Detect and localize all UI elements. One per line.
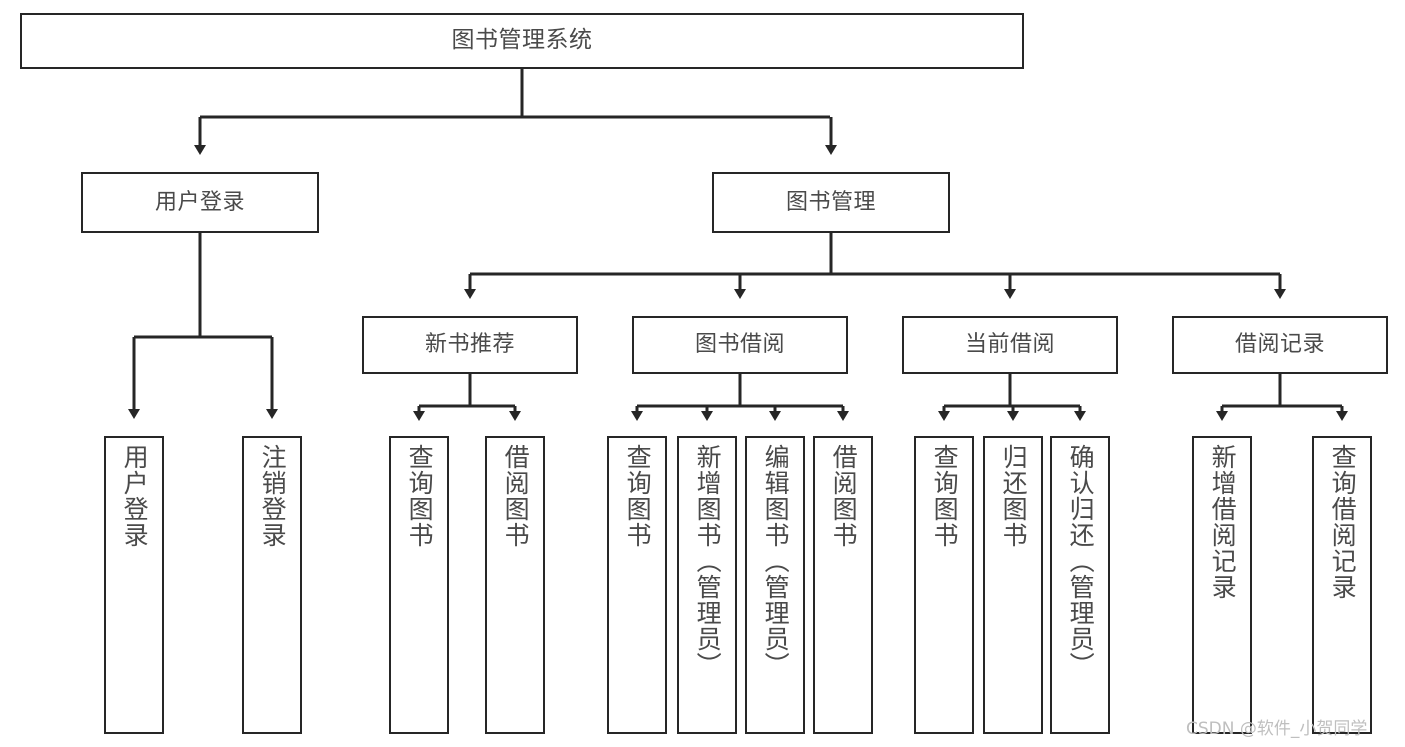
node-leaf-confirm-return-label: 确认归还（管理员） [1066,444,1096,678]
node-leaf-add-record-label: 新增借阅记录 [1208,444,1238,600]
node-leaf-edit-book[interactable]: 编辑图书（管理员） [745,436,805,734]
node-user-login-label: 用户登录 [154,189,245,215]
node-book-borrow[interactable]: 图书借阅 [632,316,848,374]
node-leaf-query-record[interactable]: 查询借阅记录 [1312,436,1372,734]
node-book-manage-label: 图书管理 [785,189,876,215]
node-leaf-edit-book-label: 编辑图书（管理员） [761,444,791,678]
node-leaf-return-book-label: 归还图书 [999,444,1029,548]
node-leaf-query-book-borrow-label: 查询图书 [623,444,653,548]
node-leaf-user-logout-label: 注销登录 [258,444,288,548]
node-leaf-borrow-book-rec-label: 借阅图书 [501,444,531,548]
node-leaf-add-book[interactable]: 新增图书（管理员） [677,436,737,734]
node-leaf-borrow-book-label: 借阅图书 [829,444,859,548]
node-leaf-user-login-label: 用户登录 [120,444,150,548]
node-book-borrow-label: 图书借阅 [694,332,785,358]
node-new-book-rec[interactable]: 新书推荐 [362,316,578,374]
node-leaf-query-book-borrow[interactable]: 查询图书 [607,436,667,734]
node-leaf-query-book-cur[interactable]: 查询图书 [914,436,974,734]
node-leaf-query-book-cur-label: 查询图书 [930,444,960,548]
node-leaf-query-book-rec[interactable]: 查询图书 [389,436,449,734]
node-new-book-rec-label: 新书推荐 [424,332,515,358]
node-current-borrow[interactable]: 当前借阅 [902,316,1118,374]
node-leaf-return-book[interactable]: 归还图书 [983,436,1043,734]
node-leaf-query-book-rec-label: 查询图书 [405,444,435,548]
node-leaf-user-logout[interactable]: 注销登录 [242,436,302,734]
node-borrow-record-label: 借阅记录 [1234,332,1325,358]
node-leaf-user-login[interactable]: 用户登录 [104,436,164,734]
node-root-label: 图书管理系统 [451,27,593,54]
node-leaf-add-record[interactable]: 新增借阅记录 [1192,436,1252,734]
node-root[interactable]: 图书管理系统 [20,13,1024,69]
node-book-manage[interactable]: 图书管理 [712,172,950,233]
node-leaf-add-book-label: 新增图书（管理员） [693,444,723,678]
node-borrow-record[interactable]: 借阅记录 [1172,316,1388,374]
node-leaf-borrow-book[interactable]: 借阅图书 [813,436,873,734]
watermark-text: CSDN @软件_小贺同学 [1186,719,1368,739]
node-leaf-borrow-book-rec[interactable]: 借阅图书 [485,436,545,734]
node-leaf-query-record-label: 查询借阅记录 [1328,444,1358,600]
node-user-login[interactable]: 用户登录 [81,172,319,233]
node-leaf-confirm-return[interactable]: 确认归还（管理员） [1050,436,1110,734]
node-current-borrow-label: 当前借阅 [964,332,1055,358]
